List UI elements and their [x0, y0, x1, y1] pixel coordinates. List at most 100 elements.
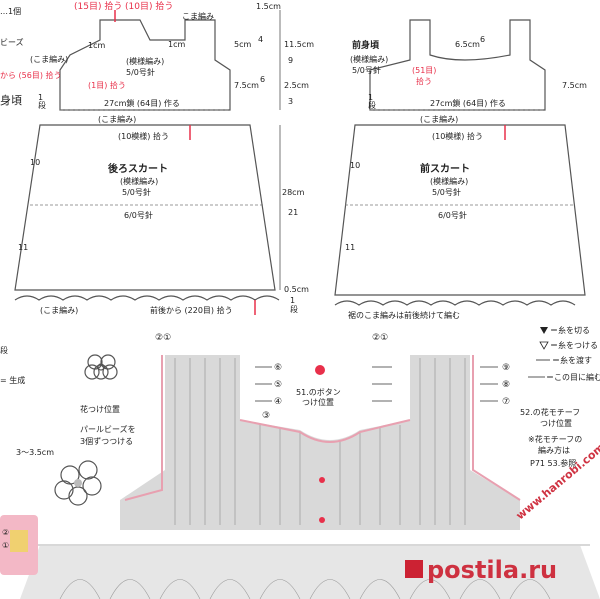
front-6-5cm: 6.5cm [455, 40, 480, 49]
meas-0-5cm: 0.5cm [284, 285, 309, 294]
label-15-pick: (15目) 拾う [74, 0, 122, 12]
label-sei: = 生成 [0, 375, 25, 385]
button-marker [315, 365, 325, 375]
chart-top-21-left: ②① [155, 333, 171, 343]
label-beads: ビーズ [0, 37, 24, 47]
meas-5cm: 5cm [234, 40, 251, 49]
front-7-5cm: 7.5cm [562, 81, 587, 90]
postila-logo-icon [405, 560, 423, 578]
front-hem-note: 裾のこま編みは前後続けて編む [348, 310, 460, 320]
join-icon [539, 341, 549, 350]
label-pearl2: 3個ずつつける [80, 436, 133, 446]
legend-ring: ＝この目に編む [546, 372, 600, 382]
front-27cm: 27cm鎖 (64目) 作る [430, 98, 506, 108]
label-27cm: 27cm鎖 (64目) 作る [104, 98, 180, 108]
label-c1: ① [2, 541, 9, 550]
label-koma: こま編み [182, 11, 214, 21]
front-6-dan-top: 6 [480, 35, 485, 44]
button-position-label2: つけ位置 [302, 397, 334, 407]
meas-2-5cm: 2.5cm [284, 81, 309, 90]
front-skirt-pattern: (模様編み) [430, 176, 468, 186]
chart-top-21-right: ②① [372, 333, 388, 343]
label-back-hook: 5/0号針 [122, 187, 151, 197]
meas-11-5cm: 11.5cm [284, 40, 314, 49]
meas-1-dan: 1 [290, 296, 295, 305]
button-position-label: 51.のボタン [296, 388, 341, 397]
label-1-dan: 1 [38, 93, 43, 102]
label-c2: ② [2, 528, 9, 537]
crochet-chart [20, 355, 600, 599]
front-body-pattern: (模様編み) [350, 54, 388, 64]
meas-3-dan: 3 [288, 97, 293, 106]
label-flower-pos: 花つけ位置 [80, 404, 120, 414]
back-piece-schematic [14, 10, 280, 315]
corner-stamp [0, 515, 38, 575]
meas-4-dan: 4 [258, 35, 263, 44]
label-1cm-a: 1cm [88, 41, 105, 50]
legend-join: ＝糸をつける [550, 340, 598, 350]
label-back-pattern: (模様編み) [120, 176, 158, 186]
front-51-label: (51目) [412, 66, 436, 75]
motif-marker-2 [319, 517, 325, 523]
label-body: 身頃 [0, 93, 22, 107]
label-1cm-b: 1cm [168, 40, 185, 49]
front-koma: (こま編み) [420, 114, 458, 124]
arrow-7-label: ⑦ [502, 397, 510, 407]
front-11-dan: 11 [345, 243, 355, 252]
legend-how1: ※花モチーフの [528, 434, 582, 444]
legend-how2: 編み方は [538, 445, 570, 455]
motif-marker [319, 477, 325, 483]
label-size: 3～3.5cm [16, 448, 54, 457]
label-10-mod: (10模様) 拾う [118, 131, 169, 141]
label-koma-left: (こま編み) [30, 54, 68, 64]
front-dan: 段 [368, 100, 376, 110]
label-pearl: パールビーズを [80, 424, 136, 434]
arrow-3-label: ③ [262, 411, 270, 421]
meas-1-5cm: 1.5cm [256, 2, 281, 11]
arrow-8-label: ⑧ [502, 380, 510, 390]
postila-logo: postila.ru [405, 556, 557, 584]
legend-cut: ＝糸を切る [550, 325, 590, 335]
meas-28cm: 28cm [282, 188, 305, 197]
meas-9-dan: 9 [288, 56, 293, 65]
label-56-pick: から (56目) 拾う [0, 70, 62, 80]
front-piece-schematic [334, 19, 586, 306]
label-220-pick: 前後から (220目) 拾う [150, 305, 233, 315]
label-koma-mid: (こま編み) [98, 114, 136, 124]
front-skirt-title: 前スカート [420, 162, 470, 175]
legend [528, 327, 550, 378]
front-10-dan: 10 [350, 161, 360, 170]
cut-icon [540, 327, 548, 334]
arrow-9-label: ⑨ [502, 363, 510, 373]
front-skirt-hook: 5/0号針 [432, 187, 461, 197]
label-dan: 段 [38, 100, 46, 110]
meas-6-dan: 6 [260, 75, 265, 84]
meas-21-dan: 21 [288, 208, 298, 217]
label-back-skirt: 後ろスカート [108, 162, 168, 175]
front-pick-label: 拾う [416, 76, 432, 86]
label-10-pick: (10目) 拾う [125, 0, 173, 12]
front-60-hook: 6/0号針 [438, 210, 467, 220]
label-koma-bottom: (こま編み) [40, 305, 78, 315]
flower-motif-large [54, 460, 102, 506]
flower-motif-small [84, 354, 118, 380]
arrow-4-label: ④ [274, 397, 282, 407]
arrow-6-label: ⑥ [274, 363, 282, 373]
bottom-dan: 段 [0, 345, 8, 355]
label-10-dan: 10 [30, 158, 40, 167]
label-one-piece: …1個 [0, 6, 21, 16]
label-60-hook: 6/0号針 [124, 210, 153, 220]
front-body-hook: 5/0号針 [352, 65, 381, 75]
label-pattern: (模様編み) [126, 56, 164, 66]
label-1me-pick: (1目) 拾う [88, 80, 126, 90]
arrow-5-label: ⑤ [274, 380, 282, 390]
meas-7-5cm: 7.5cm [234, 81, 259, 90]
legend-pass: ＝糸を渡す [552, 355, 592, 365]
label-11-dan: 11 [18, 243, 28, 252]
legend-motif2: つけ位置 [540, 418, 572, 428]
legend-how3: P71 53.参照 [530, 458, 576, 468]
postila-logo-text: postila.ru [427, 556, 557, 584]
front-10-mod: (10模様) 拾う [432, 131, 483, 141]
front-1-dan: 1 [368, 93, 373, 102]
